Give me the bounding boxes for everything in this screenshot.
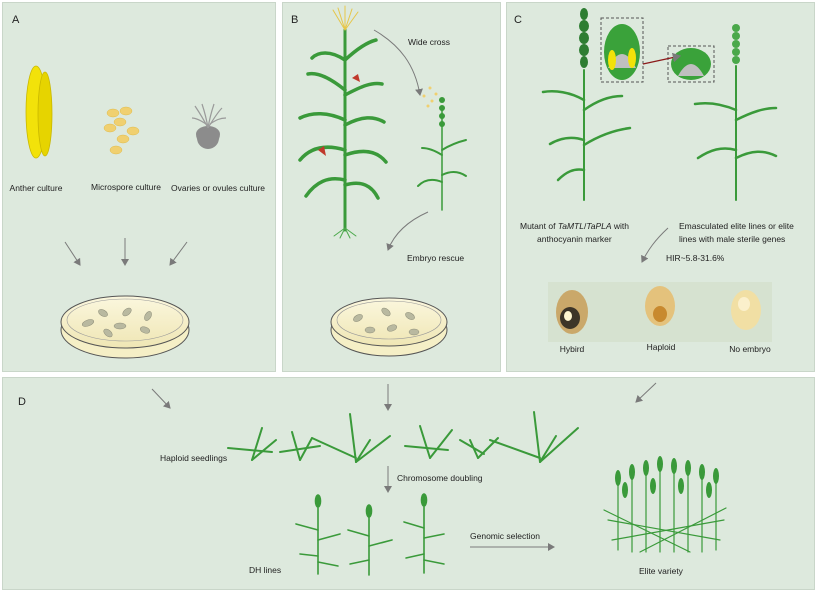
hir-label: HIR~5.8-31.6% xyxy=(666,253,725,263)
mutant-label-line1: Mutant of TaMTL/TaPLA with xyxy=(520,221,630,231)
pollen-dots xyxy=(422,86,438,108)
microspore-culture-label: Microspore culture xyxy=(91,182,161,192)
panel-a-letter: A xyxy=(12,14,20,26)
elite-label-line2: lines with male sterile genes xyxy=(679,234,786,244)
haploid-seedlings-icon xyxy=(227,411,579,463)
silk-marker-icon xyxy=(352,74,360,82)
pollination-arrow xyxy=(642,52,682,65)
arrows-d xyxy=(151,382,657,551)
haploid-seed-icon xyxy=(645,286,675,326)
embryo-rescue-label: Embryo rescue xyxy=(407,253,465,263)
dh-lines-icon xyxy=(295,493,445,576)
embryo-rescue-arrow xyxy=(386,211,429,251)
maize-plant xyxy=(298,5,388,239)
hybird-label: Hybird xyxy=(559,344,585,354)
genomic-selection-label: Genomic selection xyxy=(470,531,540,541)
mutant-floret-inset xyxy=(600,17,644,83)
mutant-wheat-plant xyxy=(541,8,632,201)
silk-marker-icon xyxy=(318,146,326,156)
wheat-plant-b xyxy=(417,97,467,211)
elite-floret-inset xyxy=(667,45,715,83)
anther-culture-label: Anther culture xyxy=(9,183,63,193)
panel-b-letter: B xyxy=(291,14,299,26)
mutant-label-line2: anthocyanin marker xyxy=(537,234,612,244)
no-embryo-label: No embryo xyxy=(729,344,771,354)
no-embryo-seed-icon xyxy=(731,290,761,330)
microspore-icon xyxy=(103,106,140,155)
panel-d-letter: D xyxy=(18,396,26,408)
anther-icon xyxy=(25,65,53,159)
elite-variety-field-icon xyxy=(603,456,727,553)
petri-dish-b xyxy=(330,297,448,357)
chromosome-doubling-label: Chromosome doubling xyxy=(397,473,483,483)
elite-label-line1: Emasculated elite lines or elite xyxy=(679,221,794,231)
elite-variety-label: Elite variety xyxy=(639,566,683,576)
hir-arrow xyxy=(641,227,669,263)
dh-lines-label: DH lines xyxy=(249,565,282,575)
haploid-label: Haploid xyxy=(646,342,676,352)
hybird-seed-icon xyxy=(556,290,588,334)
ovary-icon xyxy=(191,103,227,149)
elite-wheat-plant xyxy=(693,24,778,201)
wide-cross-arrow xyxy=(373,29,423,96)
panel-c-letter: C xyxy=(514,14,522,26)
wide-cross-label: Wide cross xyxy=(408,37,451,47)
arrows-a xyxy=(64,238,188,266)
haploid-seedlings-label: Haploid seedlings xyxy=(160,453,228,463)
ovaries-culture-label: Ovaries or ovules culture xyxy=(170,183,266,193)
petri-dish-a xyxy=(60,295,190,359)
